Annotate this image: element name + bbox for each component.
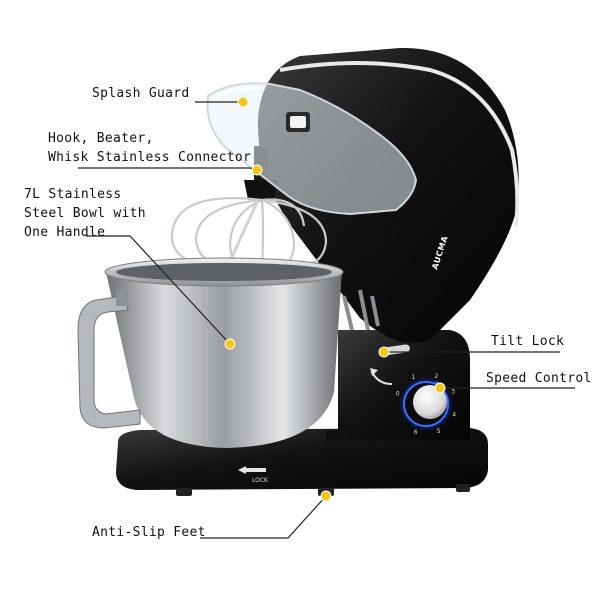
callout-bowl-line3: One Handle [24,225,106,240]
callout-speed-control: Speed Control [486,371,592,386]
speed-dial-marks: 0 1 2 3 4 5 6 [396,373,456,436]
anti-slip-foot-left [176,488,192,496]
callout-dots [224,96,446,502]
dot-anti-slip-feet [320,490,332,502]
dot-tilt-lock [378,346,390,358]
callout-anti-slip-feet: Anti-Slip Feet [92,525,206,540]
base-lock-marking: LOCK [238,466,269,484]
speed-mark-4: 4 [452,411,456,418]
splash-guard [206,82,418,216]
speed-mark-1: 1 [411,374,415,381]
stainless-bowl [106,261,342,448]
speed-mark-5: 5 [437,428,441,435]
speed-mark-3: 3 [451,388,455,395]
speed-mark-2: 2 [434,373,438,380]
base-lock-text: LOCK [252,477,269,484]
connector-head [244,180,278,200]
head-chrome-stripe [279,61,520,227]
bowl-clamp [326,430,350,444]
callout-connector-line1: Hook, Beater, [48,131,154,146]
callout-bowl-line2: Steel Bowl with [24,206,146,221]
speed-control-dial[interactable] [398,376,454,432]
dot-speed-control [434,382,446,394]
dot-splash-guard [237,96,249,108]
callout-bowl-line1: 7L Stainless [24,187,122,202]
speed-mark-0: 0 [396,391,400,398]
anti-slip-foot-right [456,484,470,492]
callout-tilt-lock: Tilt Lock [491,334,565,349]
callout-connector-line2: Whisk Stainless Connector [48,150,252,165]
speed-mark-6: 6 [414,429,418,436]
dot-bowl [224,338,236,350]
bowl-handle [77,295,141,429]
dot-connector [251,164,263,176]
callout-splash-guard: Splash Guard [92,86,190,101]
stored-attachments [342,289,380,331]
